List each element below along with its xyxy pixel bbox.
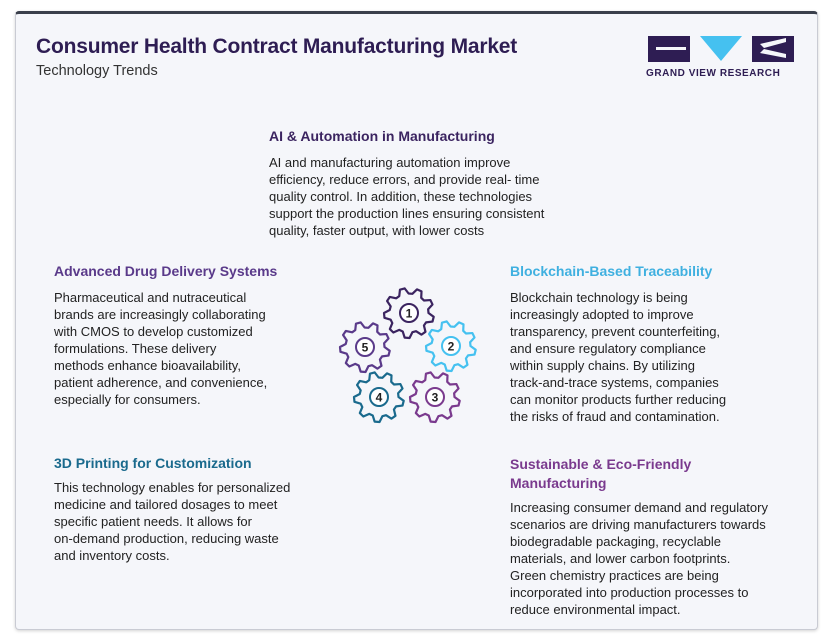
section-title-blockchain: Blockchain-Based Traceability	[510, 263, 713, 279]
infographic-card: Consumer Health Contract Manufacturing M…	[15, 11, 818, 630]
section-body-sustainable: Increasing consumer demand and regulator…	[510, 500, 768, 617]
section-title-drug-delivery: Advanced Drug Delivery Systems	[54, 263, 278, 279]
section-title-ai: AI & Automation in Manufacturing	[269, 128, 495, 144]
gear-1-icon: 1	[382, 286, 436, 340]
gear-4-icon: 4	[352, 370, 406, 424]
gear-number: 3	[432, 391, 439, 405]
page-title: Consumer Health Contract Manufacturing M…	[36, 35, 518, 58]
logo-mark	[646, 36, 796, 62]
page-subtitle: Technology Trends	[36, 63, 158, 79]
section-title-sustainable: Sustainable & Eco-Friendly Manufacturing	[510, 456, 692, 491]
section-title-3d-printing: 3D Printing for Customization	[54, 455, 252, 471]
section-body-blockchain: Blockchain technology is being increasin…	[510, 290, 727, 424]
section-body-drug-delivery: Pharmaceutical and nutraceutical brands …	[54, 290, 268, 407]
gear-number: 4	[376, 391, 383, 405]
gear-number: 2	[448, 340, 455, 354]
logo-text: GRAND VIEW RESEARCH	[646, 68, 781, 79]
gear-3-icon: 3	[408, 370, 462, 424]
gear-5-icon: 5	[338, 320, 392, 374]
section-body-ai: AI and manufacturing automation improve …	[269, 155, 545, 238]
section-body-3d-printing: This technology enables for personalized…	[54, 480, 291, 563]
gear-number: 1	[406, 307, 413, 321]
grand-view-research-logo: GRAND VIEW RESEARCH	[646, 36, 796, 79]
gear-2-icon: 2	[424, 319, 478, 373]
gear-number: 5	[362, 341, 369, 355]
